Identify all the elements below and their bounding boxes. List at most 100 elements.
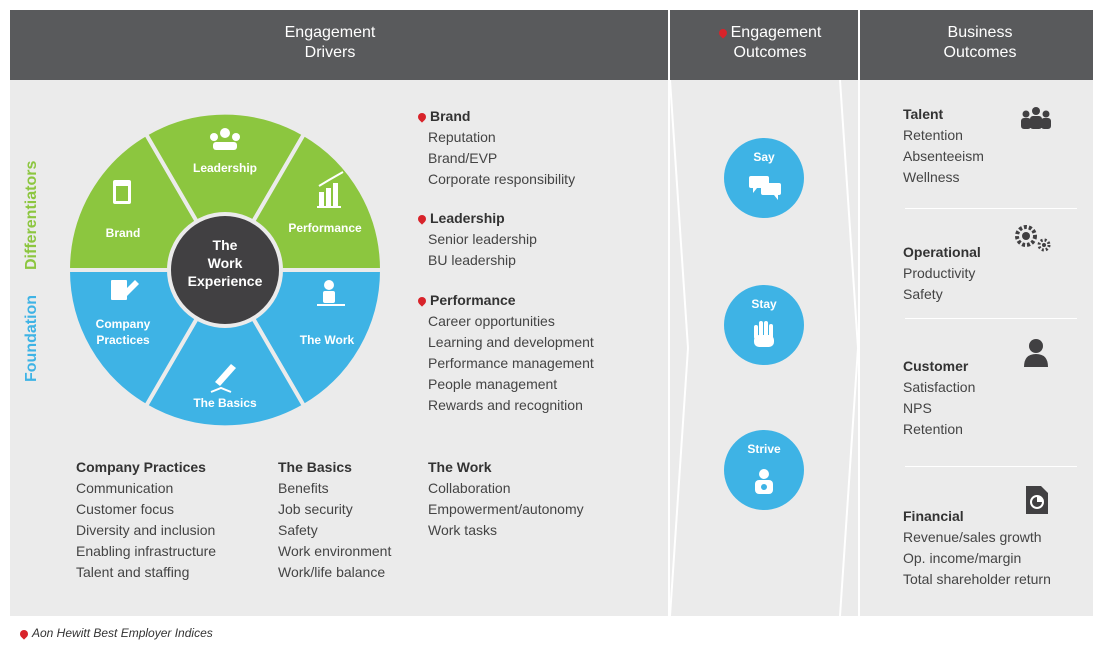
label-company-practices-2: Practices <box>96 333 150 347</box>
header-drivers-line1: Engagement <box>284 24 376 41</box>
leadership-icon <box>210 128 240 150</box>
header-business-outcomes: Business Outcomes <box>880 23 1080 63</box>
list-the-basics: The Basics Benefits Job security Safety … <box>278 457 391 583</box>
list-title: Leadership <box>430 210 505 226</box>
signature-pen-icon <box>210 364 236 393</box>
list-title: Talent <box>903 106 944 122</box>
people-group-icon <box>1021 107 1051 129</box>
person-desk-icon <box>317 280 345 306</box>
list-item: Reputation <box>428 129 496 145</box>
list-item: Diversity and inclusion <box>76 522 216 538</box>
list-item: Brand/EVP <box>428 150 498 166</box>
foundation-label: Foundation <box>23 294 40 382</box>
outcome-label: Strive <box>747 442 781 456</box>
clipboard-icon <box>113 180 131 204</box>
list-item: Enabling infrastructure <box>76 543 217 559</box>
label-the-work: The Work <box>300 333 355 347</box>
divider <box>905 208 1077 209</box>
list-title: The Basics <box>278 459 352 475</box>
list-item: Job security <box>278 501 353 517</box>
label-company-practices-1: Company <box>96 317 151 331</box>
list-title: The Work <box>428 459 492 475</box>
header-engagement-drivers: Engagement Drivers <box>160 23 500 63</box>
pin-icon <box>416 295 428 307</box>
list-title: Brand <box>430 108 471 124</box>
list-item: Senior leadership <box>428 231 537 247</box>
label-brand: Brand <box>106 226 141 240</box>
list-item: Retention <box>903 127 963 143</box>
label-performance: Performance <box>288 221 362 235</box>
business-operational: Operational Productivity Safety <box>903 242 981 305</box>
pin-icon <box>416 111 428 123</box>
chevron-divider <box>670 80 858 616</box>
header-business-line2: Outcomes <box>943 44 1017 61</box>
list-company-practices: Company Practices Communication Customer… <box>76 457 216 583</box>
list-brand: Brand Reputation Brand/EVP Corporate res… <box>416 106 576 190</box>
segment-leadership <box>143 110 307 274</box>
divider <box>905 318 1077 319</box>
segment-the-basics <box>143 266 307 430</box>
list-item: Safety <box>903 286 943 302</box>
list-performance: Performance Career opportunities Learnin… <box>416 290 594 416</box>
header-drivers-line2: Drivers <box>304 44 356 61</box>
header-separator <box>858 10 860 80</box>
list-item: Rewards and recognition <box>428 397 583 413</box>
label-the-basics: The Basics <box>193 396 257 410</box>
outcome-say: Say <box>724 138 804 218</box>
center-line2: Work <box>208 255 243 271</box>
panel-separator <box>668 80 670 616</box>
list-item: People management <box>428 376 558 392</box>
business-talent: Talent Retention Absenteeism Wellness <box>903 104 984 188</box>
center-line3: Experience <box>188 273 263 289</box>
header-outcomes-line2: Outcomes <box>733 44 807 61</box>
list-item: Benefits <box>278 480 329 496</box>
outcome-stay: Stay <box>724 285 804 365</box>
list-title: Financial <box>903 508 964 524</box>
person-icon <box>1024 339 1048 367</box>
hand-icon <box>754 321 774 347</box>
list-item: Performance management <box>428 355 594 371</box>
list-item: Work tasks <box>428 522 497 538</box>
list-item: Corporate responsibility <box>428 171 576 187</box>
list-item: Customer focus <box>76 501 175 517</box>
list-item: Learning and development <box>428 334 594 350</box>
outcome-label: Say <box>753 150 775 164</box>
list-item: Revenue/sales growth <box>903 529 1042 545</box>
wheel-center <box>167 212 283 328</box>
list-item: Satisfaction <box>903 379 976 395</box>
label-leadership: Leadership <box>193 161 257 175</box>
list-title: Customer <box>903 358 969 374</box>
person-medal-icon <box>755 469 773 494</box>
business-panel <box>860 80 1093 616</box>
list-item: Communication <box>76 480 174 496</box>
document-pencil-icon <box>111 280 139 300</box>
list-item: Total shareholder return <box>903 571 1051 587</box>
header-outcomes-line1: Engagement <box>730 24 822 41</box>
speech-bubbles-icon <box>749 176 781 200</box>
list-item: Collaboration <box>428 480 511 496</box>
list-item: Wellness <box>903 169 960 185</box>
header-separator <box>668 10 670 80</box>
list-item: NPS <box>903 400 932 416</box>
business-customer: Customer Satisfaction NPS Retention <box>903 356 975 440</box>
list-item: Work/life balance <box>278 564 386 580</box>
performance-chart-icon <box>317 171 344 208</box>
list-item: BU leadership <box>428 252 516 268</box>
header-bar: Engagement Drivers Engagement Outcomes B… <box>10 10 1093 80</box>
list-title: Operational <box>903 244 981 260</box>
list-item: Absenteeism <box>903 148 984 164</box>
center-line1: The <box>213 237 238 253</box>
report-icon <box>1026 486 1048 514</box>
footnote: Aon Hewitt Best Employer Indices <box>18 626 213 640</box>
footnote-text: Aon Hewitt Best Employer Indices <box>32 626 213 640</box>
work-experience-wheel: The Work Experience Leadership Performan… <box>65 110 385 430</box>
differentiators-label: Differentiators <box>23 160 40 270</box>
pin-icon <box>18 628 30 640</box>
list-item: Work environment <box>278 543 392 559</box>
outcome-label: Stay <box>751 297 777 311</box>
outcome-strive: Strive <box>724 430 804 510</box>
list-item: Empowerment/autonomy <box>428 501 584 517</box>
list-item: Talent and staffing <box>76 564 190 580</box>
list-item: Career opportunities <box>428 313 555 329</box>
pin-icon <box>416 213 428 225</box>
